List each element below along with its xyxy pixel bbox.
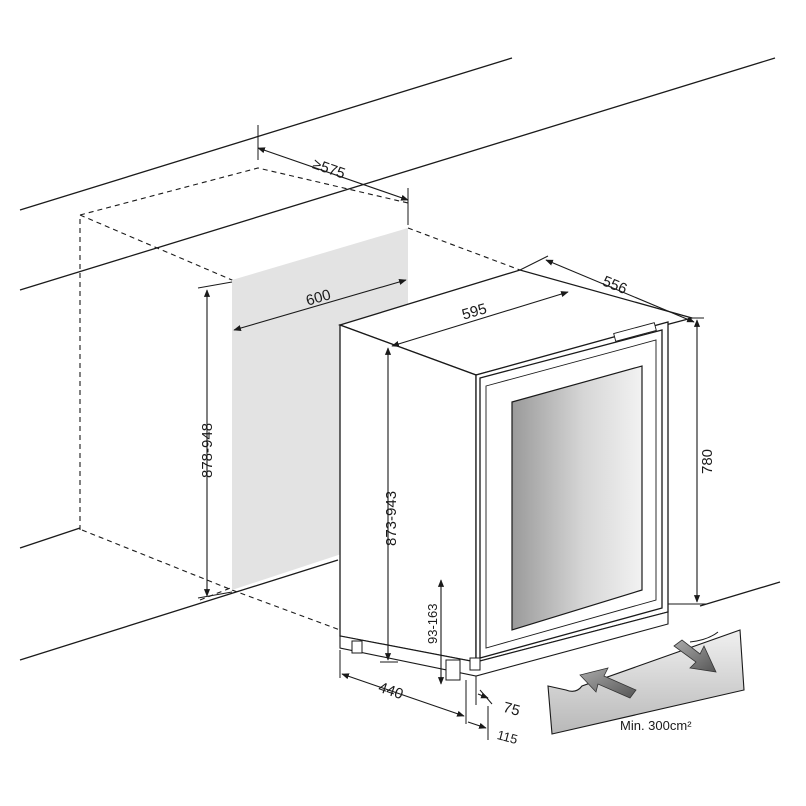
airflow-arrow-out-icon <box>673 639 717 673</box>
dim-foot-depth-label: 440 <box>376 679 405 703</box>
dim-plinth-height-label: 93-163 <box>425 604 440 644</box>
ventilation-label: Min. 300cm² <box>620 718 692 733</box>
door-glass <box>511 365 643 631</box>
dim-appliance-height-front-label: 873-943 <box>383 491 400 546</box>
dim-plinth-offset-a-label: 75 <box>501 699 522 720</box>
dim-depth-min-label: ≥575 <box>310 156 347 183</box>
dim-appliance-width-label: 595 <box>460 300 489 323</box>
dim-appliance-height-front: 873-943 <box>380 347 400 663</box>
dim-niche-width: 600 <box>233 278 407 332</box>
control-panel-icon <box>613 322 657 342</box>
dim-appliance-height-back-label: 780 <box>699 449 716 474</box>
dim-niche-height-label: 878-948 <box>199 423 216 478</box>
dim-niche-height: 878-948 <box>197 281 233 599</box>
appliance-door <box>479 322 663 660</box>
dim-appliance-height-back: 780 <box>668 319 716 605</box>
dim-plinth-offset-b-label: 115 <box>495 727 519 747</box>
airflow-arrow-in-icon <box>579 667 637 699</box>
dim-niche-width-label: 600 <box>304 286 333 309</box>
dim-plinth-offset-b: 115 <box>467 706 519 747</box>
dim-plinth-height: 93-163 <box>425 579 445 685</box>
dim-plinth-offset-a: 75 <box>475 676 522 720</box>
dim-appliance-width: 595 <box>391 291 569 347</box>
